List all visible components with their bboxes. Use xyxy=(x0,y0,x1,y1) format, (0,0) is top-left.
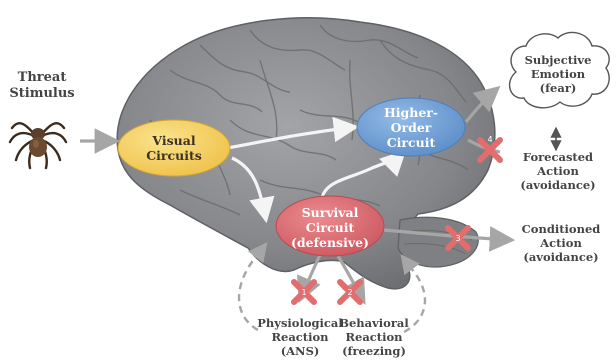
visual-to-survival-arrow xyxy=(231,156,275,224)
tarantula-icon xyxy=(8,122,68,170)
survival-circuit-node xyxy=(275,195,385,257)
thought-cloud-icon xyxy=(508,31,610,109)
higher-to-emotion-arrow xyxy=(464,85,501,124)
brain-illustration xyxy=(116,17,496,290)
feedback-arrows xyxy=(237,242,427,334)
x-cross-icon xyxy=(291,279,317,305)
flow-arrows xyxy=(80,85,516,305)
survival-to-behavioral-arrow xyxy=(336,255,366,305)
marker-1: 1 xyxy=(301,288,306,297)
x-cross-icon xyxy=(477,137,503,163)
visual-to-higher-arrow xyxy=(227,116,360,150)
survival-to-conditioned-arrow xyxy=(383,226,516,252)
higher-to-forecasted-arrow xyxy=(467,138,501,154)
survival-to-higher-arrow xyxy=(320,149,407,199)
x-cross-icon xyxy=(337,279,363,305)
marker-4: 4 xyxy=(487,135,492,144)
freezing-feedback-arrow xyxy=(400,254,427,334)
x-cross-icon xyxy=(445,225,471,251)
internal-arrows xyxy=(227,116,407,224)
higher-order-circuit-node xyxy=(356,97,466,157)
marker-2: 2 xyxy=(347,288,352,297)
visual-circuits-node xyxy=(117,119,231,177)
marker-3: 3 xyxy=(455,234,460,243)
ans-feedback-arrow xyxy=(237,242,268,332)
